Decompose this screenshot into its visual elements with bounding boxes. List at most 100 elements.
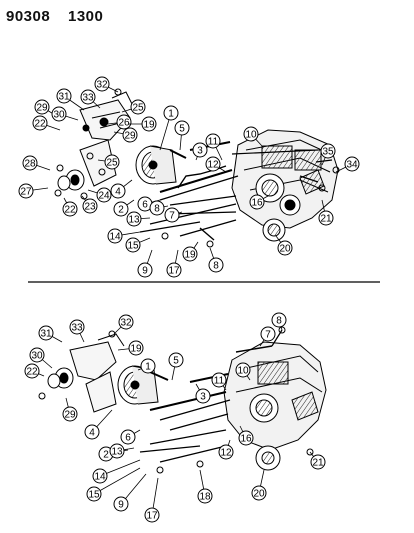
callout-bubble: [38, 325, 54, 341]
callout-number: 7: [265, 330, 271, 341]
callout-number: 24: [98, 191, 110, 202]
callout-number: 9: [118, 500, 124, 511]
callout-number: 8: [276, 316, 282, 327]
callout-number: 29: [36, 103, 48, 114]
callout-number: 33: [82, 93, 94, 104]
callout-number: 1: [145, 362, 151, 373]
callout-bubble: [195, 388, 211, 404]
lower-callout-22: 22: [24, 363, 45, 379]
lower-pulley: [47, 367, 74, 389]
upper-callout-10: 10: [243, 126, 263, 147]
callout-number: 23: [84, 202, 96, 213]
callout-number: 12: [220, 448, 232, 459]
callout-leader-line: [93, 467, 141, 495]
callout-number: 17: [146, 511, 158, 522]
callout-number: 7: [169, 211, 175, 222]
callout-bubble: [277, 240, 293, 256]
callout-bubble: [243, 126, 259, 142]
callout-bubble: [82, 198, 98, 214]
callout-number: 20: [279, 244, 291, 255]
callout-bubble: [126, 211, 142, 227]
upper-callout-34: 34: [335, 156, 360, 173]
callout-bubble: [310, 454, 326, 470]
upper-callout-28: 28: [22, 155, 51, 171]
lower-callout-32: 32: [113, 314, 134, 335]
callout-bubble: [69, 319, 85, 335]
callout-bubble: [56, 88, 72, 104]
callout-number: 32: [120, 318, 132, 329]
callout-number: 26: [118, 118, 130, 129]
lower-callout-3: 3: [195, 383, 211, 404]
callout-bubble: [104, 154, 120, 170]
callout-number: 13: [111, 447, 123, 458]
upper-callout-33: 33: [80, 89, 101, 109]
callout-bubble: [218, 444, 234, 460]
callout-number: 22: [34, 119, 46, 130]
lower-callout-13: 13: [109, 443, 135, 459]
upper-callout-27: 27: [18, 183, 49, 199]
upper-callout-1: 1: [159, 105, 179, 151]
callout-number: 18: [199, 492, 211, 503]
lower-engine-block: [223, 341, 327, 471]
callout-bubble: [120, 429, 136, 445]
lower-callout-10: 10: [235, 362, 251, 381]
upper-callout-14: 14: [107, 228, 141, 244]
callout-number: 11: [214, 376, 225, 387]
upper-callout-35: 35: [320, 143, 336, 166]
callout-number: 21: [320, 214, 332, 225]
lower-callout-16: 16: [238, 425, 254, 446]
lower-bracket-assembly: [69, 333, 125, 413]
upper-callout-22: 22: [32, 115, 61, 131]
callout-number: 27: [20, 187, 32, 198]
upper-bracket-assembly: [79, 91, 133, 187]
callout-number: 20: [253, 489, 265, 500]
callout-bubble: [251, 485, 267, 501]
callout-bubble: [113, 201, 129, 217]
upper-callout-17: 17: [166, 249, 182, 278]
lower-callout-1: 1: [137, 358, 156, 374]
callout-number: 8: [213, 261, 219, 272]
lower-callout-11: 11: [211, 372, 227, 391]
lower-callout-30: 30: [29, 347, 53, 369]
upper-callout-4: 4: [110, 179, 133, 199]
callout-number: 10: [237, 366, 249, 377]
callout-number: 34: [346, 160, 358, 171]
callout-bubble: [62, 406, 78, 422]
upper-callout-16: 16: [249, 194, 269, 210]
callout-number: 16: [251, 198, 263, 209]
upper-callout-9: 9: [137, 249, 153, 278]
callout-number: 11: [208, 137, 219, 148]
lower-rods: [139, 329, 283, 463]
callout-bubble: [271, 312, 287, 328]
callout-bubble: [113, 496, 129, 512]
callout-number: 25: [132, 103, 144, 114]
callout-bubble: [166, 262, 182, 278]
upper-callout-3: 3: [192, 142, 208, 161]
upper-fasteners: [54, 88, 340, 248]
lower-assembly-drawing: [38, 326, 327, 474]
lower-callout-5: 5: [168, 352, 184, 381]
callout-bubble: [174, 120, 190, 136]
callout-number: 12: [207, 160, 219, 171]
upper-callout-22: 22: [62, 197, 78, 217]
lower-callout-29: 29: [62, 397, 78, 422]
upper-callout-15: 15: [125, 237, 151, 253]
callout-number: 31: [40, 329, 52, 340]
lower-callout-21: 21: [309, 451, 326, 470]
callout-bubble: [29, 347, 45, 363]
upper-callout-20: 20: [275, 235, 293, 256]
callout-bubble: [211, 372, 227, 388]
callout-bubble: [260, 326, 276, 342]
callout-bubble: [92, 468, 108, 484]
callout-number: 29: [64, 410, 76, 421]
callout-bubble: [141, 116, 157, 132]
callout-number: 14: [94, 472, 106, 483]
upper-callout-5: 5: [174, 120, 190, 151]
callout-bubble: [94, 76, 110, 92]
callout-bubble: [116, 114, 132, 130]
lower-callout-15: 15: [86, 467, 141, 502]
